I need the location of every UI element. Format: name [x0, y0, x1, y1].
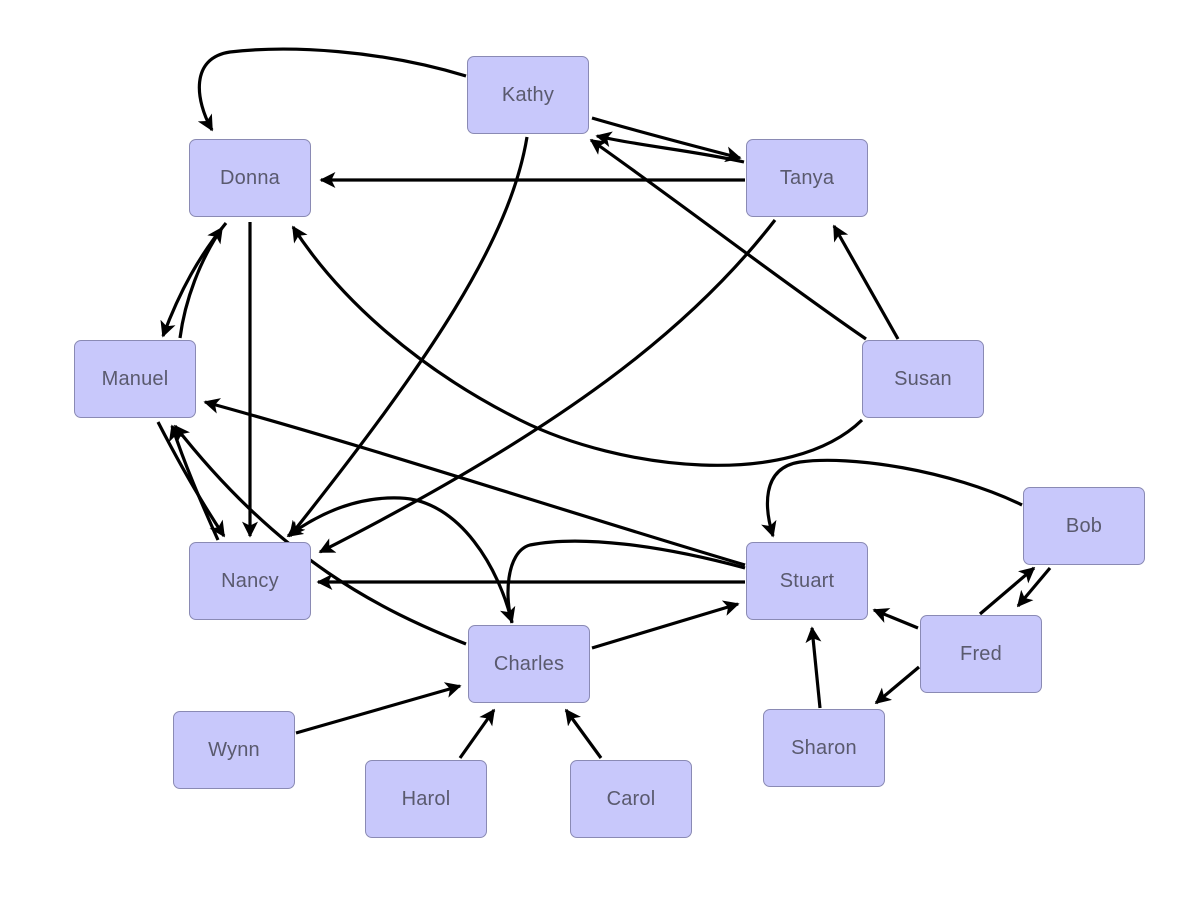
node-label: Fred — [960, 642, 1002, 665]
node-label: Wynn — [208, 738, 260, 761]
edge-fred-to-bob — [978, 566, 1036, 616]
node-sharon[interactable]: Sharon — [763, 709, 885, 787]
node-label: Kathy — [501, 83, 555, 106]
node-nancy[interactable]: Nancy — [189, 542, 311, 620]
edge-charles-to-stuart — [591, 600, 740, 650]
node-label: Tanya — [779, 166, 835, 189]
node-bob[interactable]: Bob — [1023, 487, 1145, 565]
edge-stuart-to-charles — [500, 539, 746, 624]
edge-wynn-to-charles — [295, 682, 462, 735]
node-charles[interactable]: Charles — [468, 625, 590, 703]
edge-manuel-to-donna — [178, 226, 224, 339]
edge-charles-to-manuel — [173, 424, 467, 646]
node-label: Charles — [493, 652, 565, 675]
edge-susan-to-tanya — [832, 224, 900, 340]
edge-sharon-to-stuart — [805, 626, 822, 709]
node-stuart[interactable]: Stuart — [746, 542, 868, 620]
edge-stuart-to-manuel — [203, 398, 746, 567]
edge-harol-to-charles — [458, 708, 496, 759]
edge-nancy-to-manuel — [168, 424, 220, 541]
node-label: Harol — [401, 787, 451, 810]
edge-fred-to-sharon — [874, 665, 921, 705]
node-manuel[interactable]: Manuel — [74, 340, 196, 418]
edge-fred-to-stuart — [872, 608, 919, 630]
edge-kathy-to-donna — [197, 47, 467, 132]
node-tanya[interactable]: Tanya — [746, 139, 868, 217]
node-label: Donna — [220, 166, 280, 189]
edge-bob-to-fred — [1016, 566, 1052, 608]
node-label: Manuel — [101, 367, 169, 390]
edge-kathy-to-tanya — [591, 116, 742, 163]
edge-susan-to-donna — [291, 225, 864, 467]
node-donna[interactable]: Donna — [189, 139, 311, 217]
node-susan[interactable]: Susan — [862, 340, 984, 418]
node-label: Susan — [894, 367, 952, 390]
node-label: Nancy — [221, 569, 279, 592]
edge-manuel-to-nancy — [156, 421, 226, 538]
node-label: Sharon — [791, 736, 857, 759]
node-kathy[interactable]: Kathy — [467, 56, 589, 134]
edge-tanya-to-nancy — [318, 219, 777, 554]
edge-bob-to-stuart — [761, 458, 1023, 538]
edge-kathy-to-nancy — [288, 136, 529, 538]
node-label: Carol — [606, 787, 656, 810]
edge-carol-to-charles — [564, 708, 603, 759]
edge-charles-to-nancy — [286, 496, 514, 624]
node-fred[interactable]: Fred — [920, 615, 1042, 693]
node-label: Stuart — [779, 569, 835, 592]
edge-tanya-to-kathy — [595, 131, 745, 164]
node-harol[interactable]: Harol — [365, 760, 487, 838]
node-carol[interactable]: Carol — [570, 760, 692, 838]
edge-susan-to-kathy — [589, 138, 867, 341]
node-label: Bob — [1065, 514, 1103, 537]
node-wynn[interactable]: Wynn — [173, 711, 295, 789]
